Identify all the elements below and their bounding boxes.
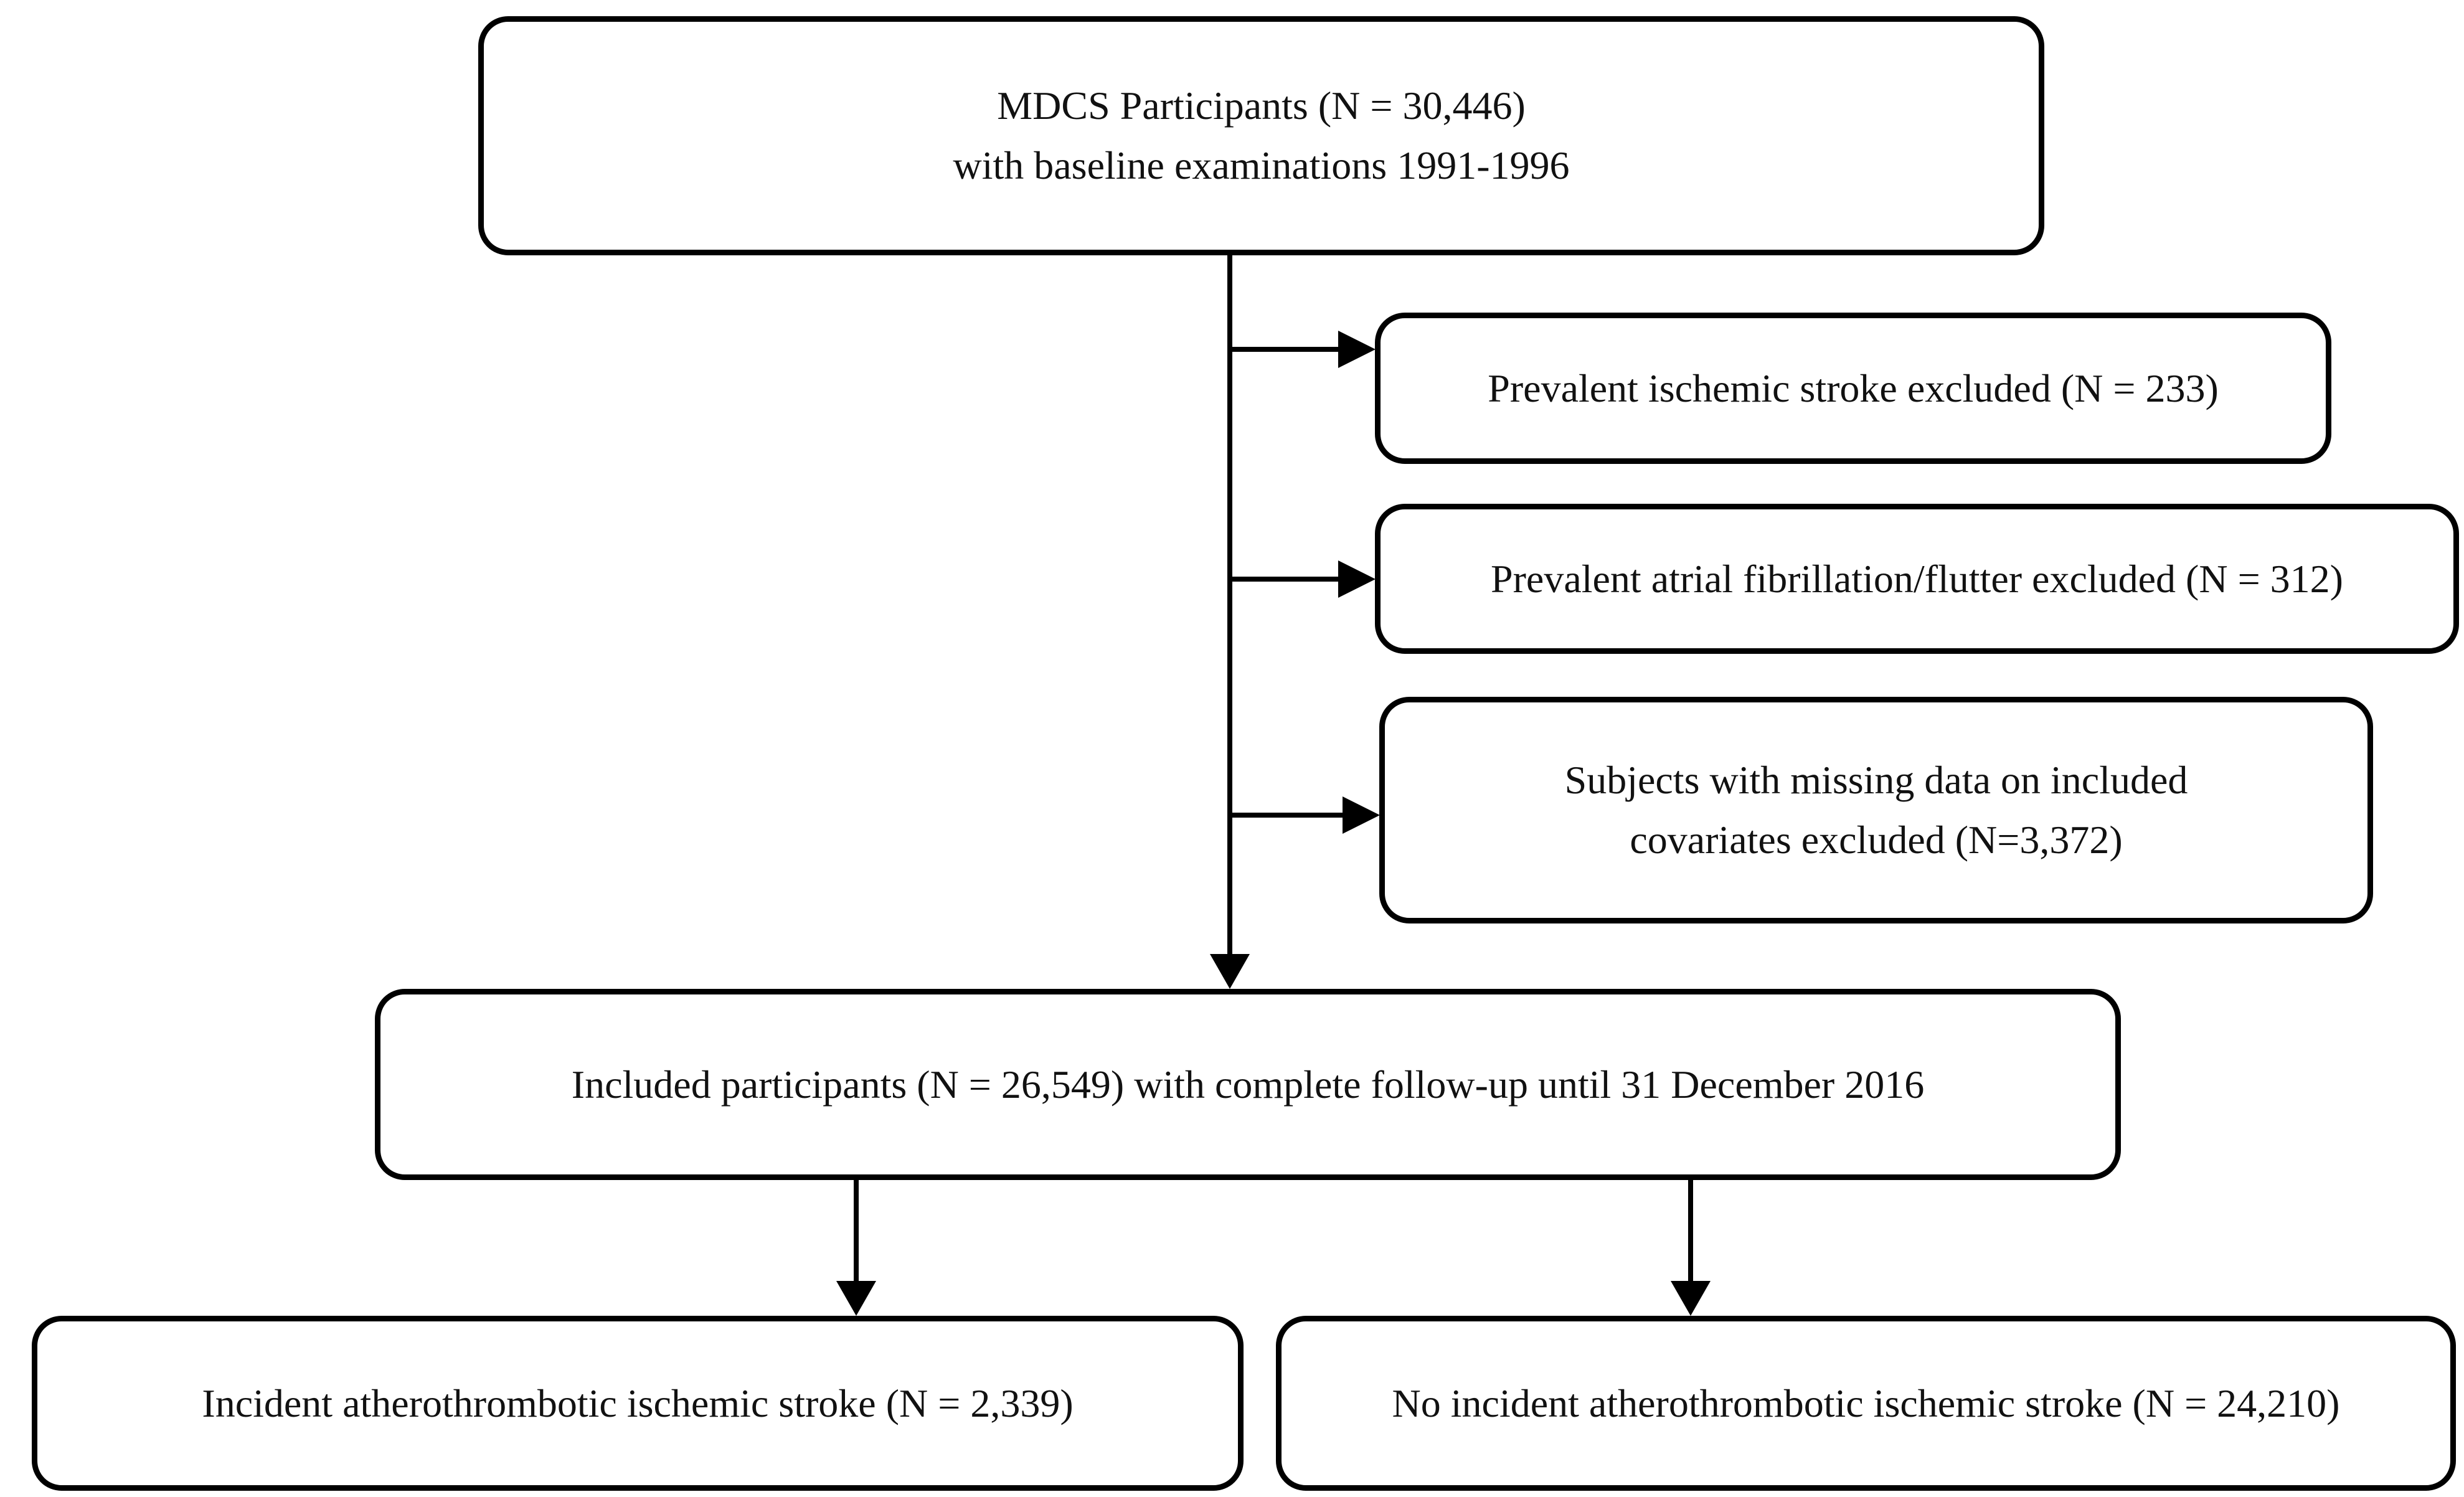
excluded-prevalent-ischemic-stroke-text: Prevalent ischemic stroke excluded (N = … — [1488, 366, 2219, 410]
no-incident-stroke-text: No incident atherothrombotic ischemic st… — [1392, 1381, 2340, 1425]
arrowhead-down-to-included — [1210, 954, 1250, 989]
mdcs-participants-line2: with baseline examinations 1991-1996 — [953, 143, 1570, 187]
box-incident-stroke: Incident atherothrombotic ischemic strok… — [32, 1316, 1244, 1491]
included-participants-text: Included participants (N = 26,549) with … — [571, 1062, 1925, 1107]
connector-to-incident-stroke — [854, 1180, 859, 1282]
connector-branch-exclusion2 — [1227, 577, 1339, 582]
box-mdcs-participants: MDCS Participants (N = 30,446) with base… — [478, 16, 2044, 255]
arrowhead-right-exclusion3 — [1343, 796, 1380, 834]
excluded-missing-covariates-line1: Subjects with missing data on included — [1564, 758, 2188, 802]
arrowhead-right-exclusion1 — [1338, 331, 1376, 368]
box-excluded-prevalent-ischemic-stroke: Prevalent ischemic stroke excluded (N = … — [1375, 313, 2331, 464]
arrowhead-down-no-incident-stroke — [1671, 1281, 1711, 1316]
excluded-missing-covariates-line2: covariates excluded (N=3,372) — [1630, 818, 2123, 862]
arrowhead-down-incident-stroke — [836, 1281, 876, 1316]
connector-branch-exclusion3 — [1227, 813, 1343, 818]
excluded-atrial-fibrillation-flutter-text: Prevalent atrial fibrillation/flutter ex… — [1491, 556, 2343, 601]
box-included-participants: Included participants (N = 26,549) with … — [375, 989, 2121, 1180]
box-excluded-missing-covariates: Subjects with missing data on included c… — [1379, 697, 2373, 923]
mdcs-participants-line1: MDCS Participants (N = 30,446) — [997, 83, 1526, 128]
box-no-incident-stroke: No incident atherothrombotic ischemic st… — [1276, 1316, 2456, 1491]
connector-main-vertical — [1227, 255, 1232, 954]
box-excluded-atrial-fibrillation-flutter: Prevalent atrial fibrillation/flutter ex… — [1375, 504, 2459, 654]
connector-to-no-incident-stroke — [1688, 1180, 1693, 1282]
arrowhead-right-exclusion2 — [1338, 560, 1376, 598]
connector-branch-exclusion1 — [1227, 347, 1339, 352]
incident-stroke-text: Incident atherothrombotic ischemic strok… — [202, 1381, 1074, 1425]
